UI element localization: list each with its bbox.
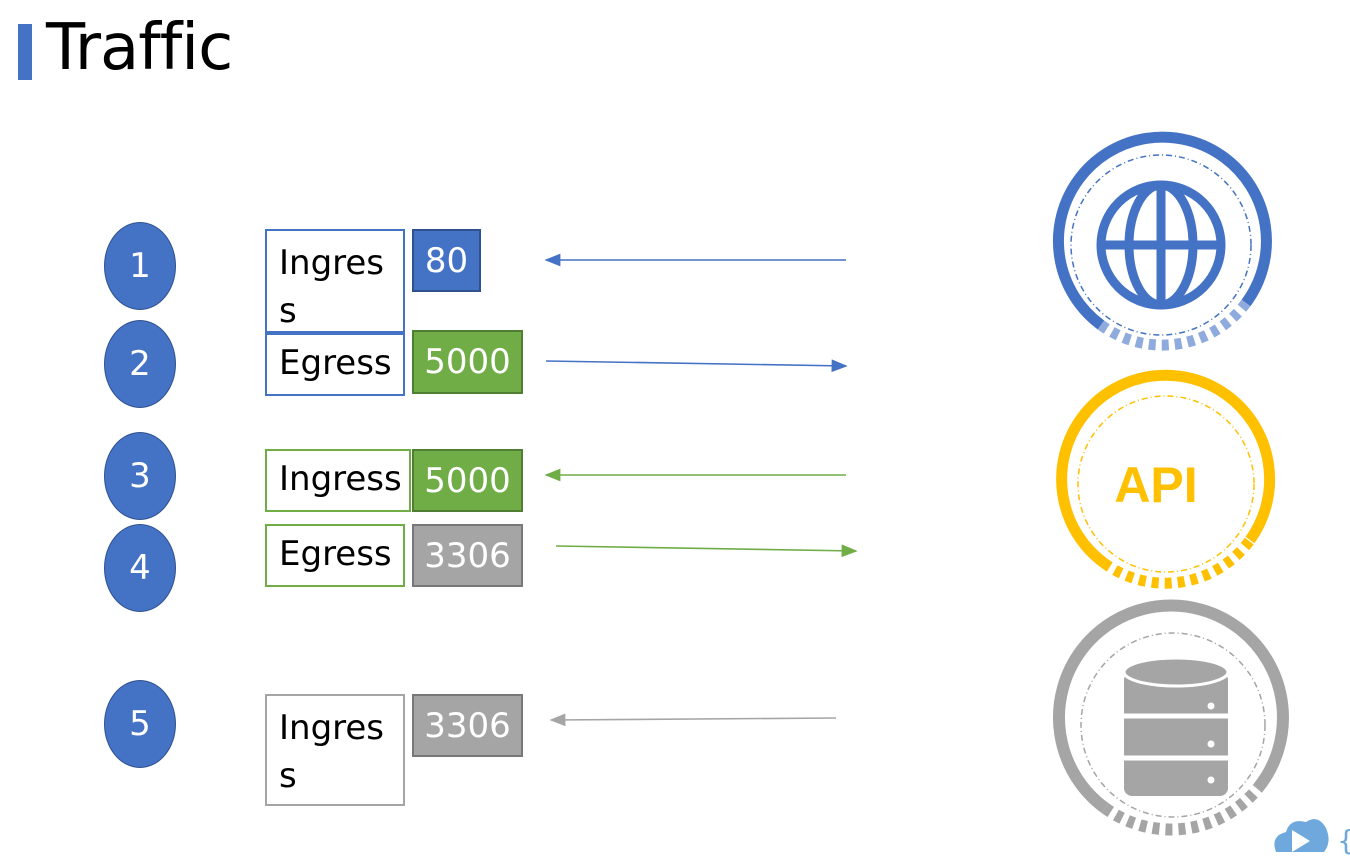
arrow-5 xyxy=(549,713,837,727)
cloud-play-icon: { xyxy=(1274,819,1350,857)
step-3-circle: 3 xyxy=(104,432,176,520)
step-3-port: 5000 xyxy=(412,449,523,512)
step-3-label: Ingress xyxy=(265,449,411,512)
api-label: API xyxy=(1114,457,1197,513)
step-5-circle: 5 xyxy=(104,680,176,768)
arrow-4 xyxy=(555,544,858,558)
step-5-port: 3306 xyxy=(412,694,523,757)
step-1-label: Ingres s xyxy=(265,229,405,333)
page-title: Traffic xyxy=(46,11,233,85)
step-2-circle: 2 xyxy=(104,320,176,408)
svg-text:{: { xyxy=(1337,824,1350,857)
step-1-port: 80 xyxy=(412,229,481,292)
arrow-2 xyxy=(545,359,848,373)
step-4-circle: 4 xyxy=(104,524,176,612)
step-5-label: Ingres s xyxy=(265,694,405,806)
step-4-port: 3306 xyxy=(412,524,523,587)
step-2-label: Egress xyxy=(265,333,405,396)
step-4-label: Egress xyxy=(265,524,405,587)
globe-icon xyxy=(1053,131,1272,351)
title-accent-bar xyxy=(18,24,32,80)
database-icon xyxy=(1052,599,1289,836)
api-icon xyxy=(1056,369,1276,589)
step-1-circle: 1 xyxy=(104,222,176,310)
step-2-port: 5000 xyxy=(412,330,523,394)
